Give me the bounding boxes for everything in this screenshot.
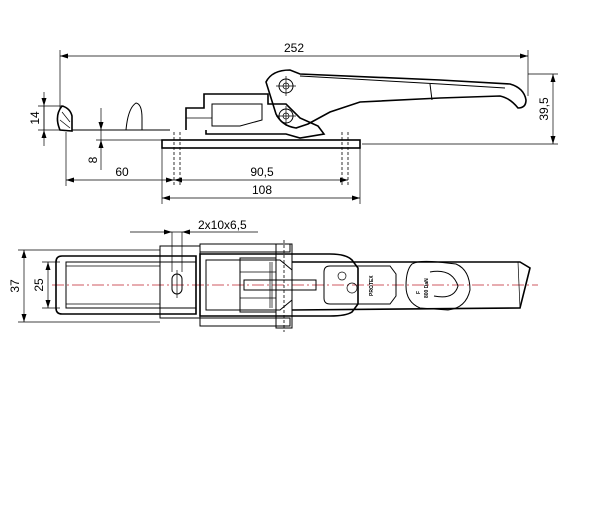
shackle-loop [125,102,143,131]
lever-plate [291,261,531,311]
dim-hook-height: 14 [28,111,42,125]
dim-overall-width: 37 [8,279,22,293]
lever [265,69,527,129]
tag-stamp-line1: F [416,291,422,294]
dim-hook-to-base: 60 [115,165,129,179]
dim-height: 39,5 [537,97,551,121]
top-view: PROTEX F 800 DaN 2x10x6,5 37 25 [8,218,538,332]
dim-base-width: 25 [32,278,46,292]
dim-hole-spacing: 90,5 [250,165,274,179]
tag-stamp-line2: 800 DaN [424,278,430,298]
hook-catch [56,105,73,132]
dim-base-length: 108 [252,183,272,197]
brand-stamp: PROTEX [369,275,375,296]
dim-base-offset: 8 [86,156,100,163]
dim-holes: 2x10x6,5 [198,218,247,232]
dim-overall-length: 252 [284,41,304,55]
base-plate [161,139,361,149]
side-view: 252 39,5 14 8 60 90,5 [28,41,558,204]
latch-body [185,93,326,139]
